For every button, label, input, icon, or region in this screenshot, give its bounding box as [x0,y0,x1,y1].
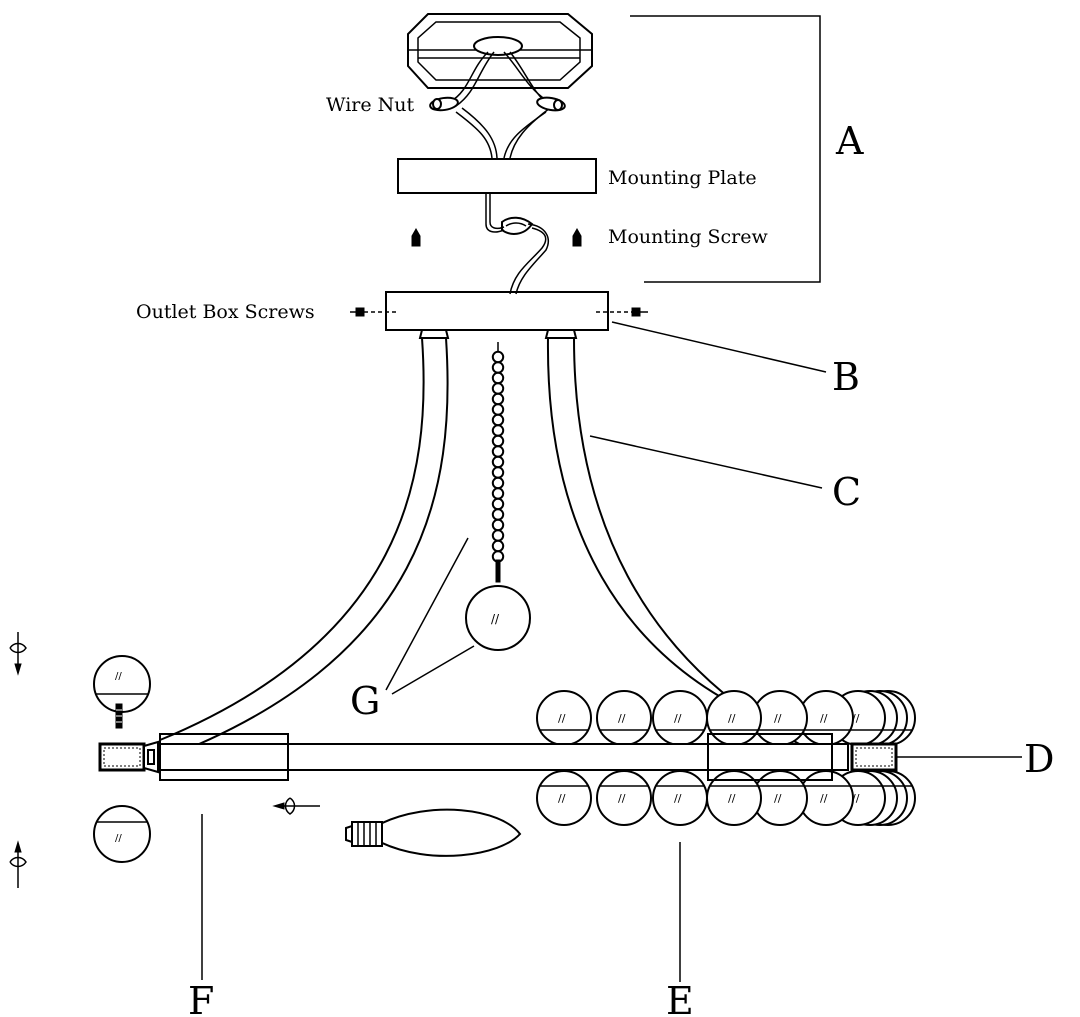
svg-text://: // [115,671,122,682]
candle-bulb-icon [345,808,522,857]
svg-text://: // [618,712,626,725]
chain-bead [491,455,505,469]
svg-text://: // [728,792,736,805]
svg-text://: // [558,792,566,805]
chain-bead [491,392,505,406]
wire-nut-right-icon [536,96,566,112]
rotate-arrow-bottom-icon [9,840,27,888]
part-letter-a: A [835,119,864,163]
chain-bead [491,413,505,427]
svg-text://: // [491,612,500,626]
svg-text://: // [618,792,626,805]
bracket-a [630,15,821,283]
svg-text://: // [674,712,682,725]
leader-g-lower [391,645,475,695]
glass-globe-icon: // [652,770,708,826]
chain-bead [491,350,505,364]
socket-globe-bottom-icon: // [93,805,151,863]
mounting-plate-label: Mounting Plate [608,167,757,189]
globe-row-top: //////////////////// [536,690,916,746]
glass-globe-icon: // [596,690,652,746]
globe-row-bottom: //////////////////// [536,770,916,826]
part-letter-d: D [1024,737,1054,781]
mounting-screw-left-icon [411,227,421,247]
svg-text://: // [674,792,682,805]
svg-text://: // [728,712,736,725]
wire-nut-label: Wire Nut [326,94,414,116]
outlet-box-screw-left-icon [350,307,398,317]
chain-bead [491,497,505,511]
svg-text://: // [558,712,566,725]
svg-text://: // [115,833,122,844]
glass-globe-icon: // [752,690,808,746]
chain-bead [491,518,505,532]
chain-bead [491,361,505,374]
outlet-box [385,291,609,331]
chain-bead [491,424,505,437]
chain-bead [491,434,505,448]
leader-c [589,435,823,489]
glass-globe-icon: // [706,690,762,746]
chain-bead [491,445,505,458]
supply-wires [449,51,551,159]
glass-globe-icon: // [536,690,592,746]
chain-bead [491,403,505,416]
chain-bead [491,476,505,490]
rotate-arrow-bulb-icon [272,797,320,815]
mounting-plate [397,158,597,194]
svg-text://: // [820,792,828,805]
svg-text://: // [852,792,860,805]
leader-g-upper [385,537,469,691]
svg-text://: // [852,712,860,725]
part-letter-f: F [188,979,214,1017]
pull-chain: // [465,342,531,651]
mounting-screw-label: Mounting Screw [608,226,769,248]
arm-couplers [418,329,578,339]
rotate-arrow-top-icon [9,632,27,676]
svg-text://: // [774,792,782,805]
chain-bead [491,487,505,500]
glass-globe-icon: // [596,770,652,826]
ceiling-canopy [407,13,593,89]
chain-bead [491,466,505,479]
chain-bead [491,539,505,553]
outlet-box-screw-right-icon [596,307,648,317]
horizontal-bar [98,733,898,781]
wire-nut-left-icon [429,96,459,112]
svg-text://: // [774,712,782,725]
chain-bead [491,529,505,542]
glass-globe-icon: // [536,770,592,826]
part-letter-g: G [350,679,380,723]
svg-text://: // [820,712,828,725]
leader-b [611,321,827,373]
part-letter-b: B [832,355,860,399]
part-letter-c: C [832,470,861,514]
socket-globe-top-icon: // [93,655,151,729]
chain-bead [491,508,505,521]
ground-wire [485,193,549,295]
mounting-screw-right-icon [572,227,582,247]
glass-globe-icon: // [652,690,708,746]
chain-bead [491,382,505,395]
chain-bead [491,371,505,385]
outlet-box-screws-label: Outlet Box Screws [136,301,315,323]
part-letter-e: E [666,979,694,1017]
